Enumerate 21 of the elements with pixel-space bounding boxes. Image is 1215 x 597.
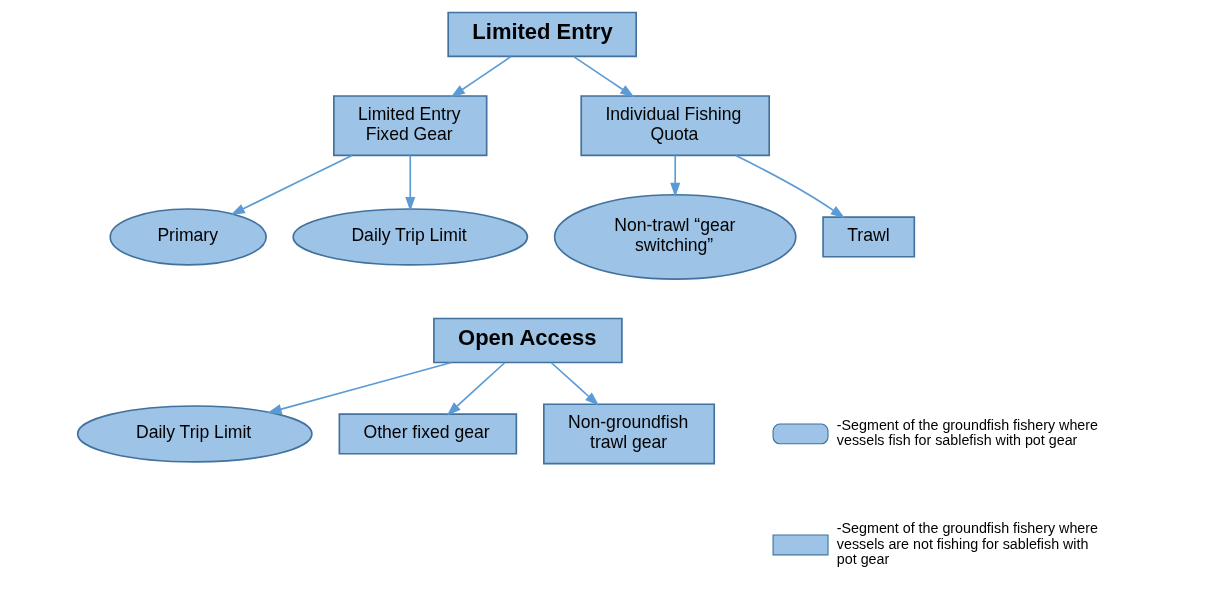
node-box: Limited Entry (446, 11, 637, 58)
arrow (669, 154, 680, 198)
arrow (404, 154, 415, 212)
node-box: Limited Entry Fixed Gear (332, 95, 487, 157)
node-box: Trawl (821, 216, 915, 258)
arrow (734, 154, 845, 219)
arrow (550, 361, 599, 406)
node-box: Open Access (432, 317, 623, 364)
arrow (230, 154, 353, 216)
arrow (266, 361, 452, 415)
arrow (450, 55, 512, 98)
node-box: Individual Fishing Quota (579, 95, 770, 157)
node-ellipse: Daily Trip Limit (291, 208, 528, 266)
node-box: Non-groundfish trawl gear (542, 403, 715, 465)
node-ellipse: Non-trawl “gear switching” (553, 193, 797, 280)
legend-label: -Segment of the groundfish fishery where vessels are not fishing for sablefish with pot gear (836, 520, 1098, 568)
node-ellipse: Primary (108, 208, 267, 266)
legend-label: -Segment of the groundfish fishery where vessels fish for sablefish with pot gear (836, 416, 1098, 449)
node-box: Other fixed gear (338, 413, 517, 455)
arrow (572, 55, 634, 98)
arrow (446, 361, 506, 416)
